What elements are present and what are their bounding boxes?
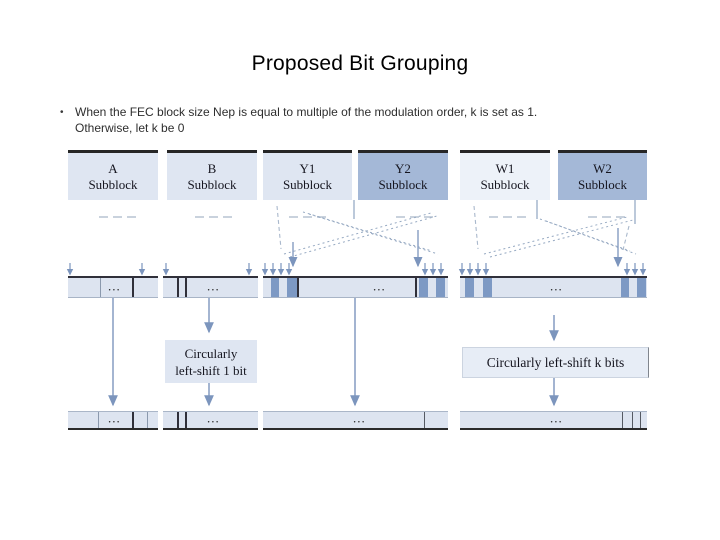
subblock-y1-type: Subblock: [282, 176, 333, 192]
subblock-w1: W1 Subblock: [460, 150, 550, 200]
dash-mark-a: [99, 216, 137, 218]
separator-line: [132, 412, 134, 428]
highlight-cell: [465, 278, 474, 297]
long-drop-arrows: [288, 228, 623, 268]
subblock-a-name: A: [108, 160, 118, 176]
highlight-cell: [271, 278, 279, 297]
highlight-cell: [621, 278, 629, 297]
ellipsis: ...: [353, 410, 366, 426]
subblock-y1: Y1 Subblock: [263, 150, 352, 200]
tick-arrows: [66, 263, 647, 276]
separator-line: [632, 412, 633, 428]
separator-line: [424, 412, 425, 428]
separator-line: [98, 412, 99, 428]
bullet-line-2: Otherwise, let k be 0: [75, 121, 185, 135]
subblock-w2-type: Subblock: [577, 176, 628, 192]
subblock-y2-name: Y2: [395, 160, 411, 176]
highlight-cell: [637, 278, 646, 297]
ellipsis: ...: [108, 277, 121, 293]
dashed-drop-lines: [276, 205, 630, 251]
bullet-line-1: When the FEC block size Nep is equal to …: [75, 105, 538, 119]
separator-line: [415, 278, 417, 297]
dash-mark-y1: [289, 216, 327, 218]
highlight-cell: [287, 278, 297, 297]
dash-mark-w1: [489, 216, 527, 218]
ellipsis: ...: [108, 410, 121, 426]
box-stub-lines: [353, 200, 636, 224]
ellipsis: ...: [373, 277, 386, 293]
shift-box-1-line2: left-shift 1 bit: [175, 362, 247, 378]
separator-line: [297, 278, 299, 297]
separator-line: [100, 278, 101, 297]
subblock-w1-type: Subblock: [480, 176, 530, 192]
highlight-cell: [419, 278, 428, 297]
separator-line: [147, 412, 148, 428]
slide-title: Proposed Bit Grouping: [251, 52, 469, 75]
separator-line: [185, 412, 187, 428]
dash-mark-b: [195, 216, 233, 218]
shift-box-1-line1: Circularly: [184, 345, 238, 361]
separator-line: [177, 412, 179, 428]
bit-strip-b-bottom: ...: [163, 410, 258, 430]
separator-line: [185, 278, 187, 297]
bullet-text: When the FEC block size Nep is equal to …: [75, 104, 670, 136]
bit-strip-w-top: ...: [460, 276, 647, 298]
bit-strip-w-bottom: ...: [460, 410, 647, 430]
subblock-y2: Y2 Subblock: [358, 150, 448, 200]
bit-strip-a-top: ...: [68, 276, 158, 298]
separator-line: [177, 278, 179, 297]
subblock-y2-type: Subblock: [378, 176, 428, 192]
bit-strip-a-bottom: ...: [68, 410, 158, 430]
dash-mark-w2: [588, 216, 626, 218]
shift-box-1: Circularly left-shift 1 bit: [165, 340, 257, 383]
highlight-cell: [436, 278, 445, 297]
bullet-item: • When the FEC block size Nep is equal t…: [60, 104, 670, 136]
interleave-lines: [283, 211, 637, 258]
ellipsis: ...: [207, 277, 220, 293]
subblock-a-type: Subblock: [88, 176, 138, 192]
shift-box-2-label: Circularly left-shift k bits: [486, 354, 625, 370]
subblock-b-type: Subblock: [187, 176, 237, 192]
bit-strip-b-top: ...: [163, 276, 258, 298]
subblock-w1-name: W1: [495, 160, 515, 176]
separator-line: [622, 412, 623, 428]
subblock-w2: W2 Subblock: [558, 150, 647, 200]
bullet-marker: •: [60, 107, 64, 118]
ellipsis: ...: [207, 410, 220, 426]
ellipsis: ...: [550, 410, 563, 426]
dash-mark-y2: [396, 216, 434, 218]
subblock-a: A Subblock: [68, 150, 158, 200]
bit-strip-y-bottom: ...: [263, 410, 448, 430]
highlight-cell: [483, 278, 492, 297]
ellipsis: ...: [550, 277, 563, 293]
subblock-b-name: B: [207, 160, 217, 176]
subblock-y1-name: Y1: [299, 160, 316, 176]
subblock-b: B Subblock: [167, 150, 257, 200]
bit-strip-y-top: ...: [263, 276, 448, 298]
separator-line: [132, 278, 134, 297]
shift-box-2: Circularly left-shift k bits: [462, 347, 649, 378]
subblock-w2-name: W2: [593, 160, 612, 176]
separator-line: [640, 412, 641, 428]
